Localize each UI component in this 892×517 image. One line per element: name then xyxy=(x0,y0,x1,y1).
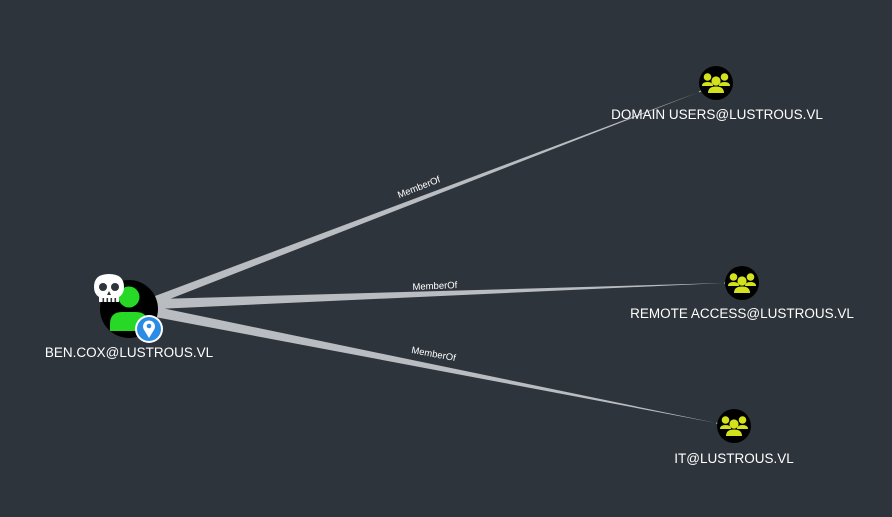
user-node-ben-cox[interactable]: BEN.COX@LUSTROUS.VL xyxy=(45,274,214,360)
edge-user-domain-users[interactable]: MemberOf xyxy=(155,89,704,304)
group-node-remote-access[interactable]: REMOTE ACCESS@LUSTROUS.VL xyxy=(630,266,854,321)
edge-label-remote-access: MemberOf xyxy=(412,280,458,293)
node-label-remote-access: REMOTE ACCESS@LUSTROUS.VL xyxy=(630,306,854,321)
group-icon xyxy=(725,266,759,300)
skull-icon xyxy=(94,274,124,302)
group-node-domain-users[interactable]: DOMAIN USERS@LUSTROUS.VL xyxy=(611,66,823,122)
edge-user-remote-access[interactable]: MemberOf xyxy=(157,280,728,309)
group-node-it[interactable]: IT@LUSTROUS.VL xyxy=(674,409,794,466)
location-pin-icon xyxy=(135,315,163,343)
group-icon xyxy=(717,409,751,443)
node-label-domain-users: DOMAIN USERS@LUSTROUS.VL xyxy=(611,107,823,122)
node-label-it: IT@LUSTROUS.VL xyxy=(674,451,794,466)
edge-user-it[interactable]: MemberOf xyxy=(155,307,721,425)
node-label-ben-cox: BEN.COX@LUSTROUS.VL xyxy=(45,345,214,360)
group-icon xyxy=(699,66,733,100)
